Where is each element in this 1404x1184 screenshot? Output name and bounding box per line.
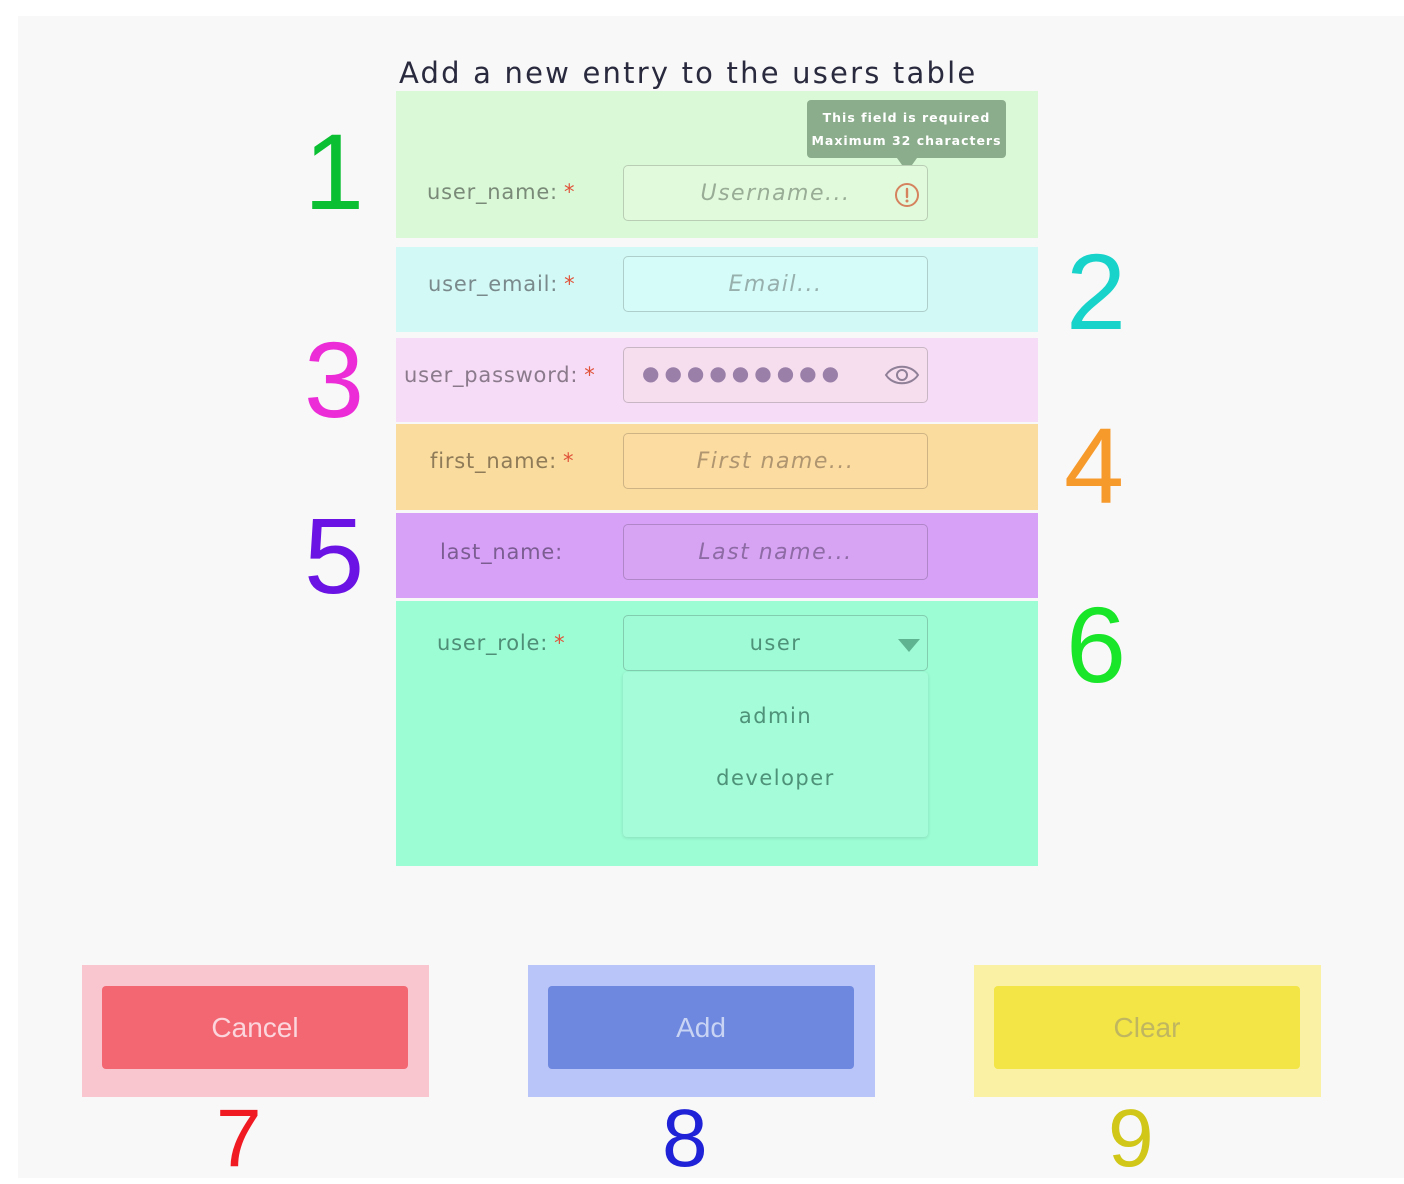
user-name-placeholder: Username... (700, 180, 851, 206)
user-email-placeholder: Email... (728, 271, 823, 297)
user-name-input[interactable]: Username... (623, 165, 928, 221)
required-asterisk: * (584, 363, 596, 387)
user-role-label: user_role: (437, 631, 549, 655)
user-email-label-group: user_email:* (428, 272, 575, 296)
required-asterisk: * (554, 631, 566, 655)
clear-button[interactable]: Clear (994, 986, 1300, 1069)
marker-6: 6 (1066, 584, 1127, 705)
user-role-selected-value: user (749, 631, 802, 655)
user-role-label-group: user_role:* (437, 631, 565, 655)
warning-circle-icon (894, 182, 920, 212)
last-name-label-group: last_name: (440, 540, 563, 564)
add-button[interactable]: Add (548, 986, 854, 1069)
first-name-label-group: first_name:* (430, 449, 574, 473)
user-name-label: user_name: (427, 180, 558, 204)
marker-5: 5 (304, 495, 365, 616)
add-zone: Add (528, 965, 875, 1097)
cancel-zone: Cancel (82, 965, 429, 1097)
eye-icon[interactable] (884, 362, 920, 392)
tooltip-line-2: Maximum 32 characters (811, 133, 1002, 148)
clear-zone: Clear (974, 965, 1321, 1097)
password-mask: ●●●●●●●●● (642, 361, 845, 385)
tooltip-line-1: This field is required (822, 110, 991, 125)
marker-8: 8 (662, 1093, 708, 1184)
user-password-label: user_password: (404, 363, 579, 387)
triangle-down-icon (898, 639, 920, 652)
user-role-dropdown-menu: admin developer (623, 672, 928, 837)
required-asterisk: * (562, 449, 575, 473)
required-asterisk: * (564, 272, 576, 296)
user-password-label-group: user_password:* (404, 363, 596, 387)
dropdown-option-admin[interactable]: admin (738, 704, 813, 728)
marker-2: 2 (1066, 231, 1127, 352)
user-email-input[interactable]: Email... (623, 256, 928, 312)
cancel-button[interactable]: Cancel (102, 986, 408, 1069)
last-name-placeholder: Last name... (698, 539, 853, 565)
marker-1: 1 (304, 111, 365, 232)
marker-9: 9 (1108, 1093, 1154, 1184)
first-name-placeholder: First name... (696, 448, 855, 474)
form-title: Add a new entry to the users table (399, 56, 978, 90)
first-name-input[interactable]: First name... (623, 433, 928, 489)
required-asterisk: * (563, 180, 576, 204)
user-name-label-group: user_name:* (427, 180, 575, 204)
user-password-input[interactable]: ●●●●●●●●● (623, 347, 928, 403)
marker-3: 3 (304, 319, 365, 440)
last-name-label: last_name: (440, 540, 564, 564)
validation-tooltip: This field is required Maximum 32 charac… (807, 100, 1006, 172)
marker-4: 4 (1064, 405, 1125, 526)
user-email-label: user_email: (428, 272, 559, 296)
dropdown-option-developer[interactable]: developer (716, 766, 835, 790)
last-name-input[interactable]: Last name... (623, 524, 928, 580)
user-role-select[interactable]: user (623, 615, 928, 671)
section-user-name: user_name:* This field is required Maxim… (396, 91, 1038, 238)
first-name-label: first_name: (430, 449, 557, 473)
marker-7: 7 (216, 1093, 262, 1184)
